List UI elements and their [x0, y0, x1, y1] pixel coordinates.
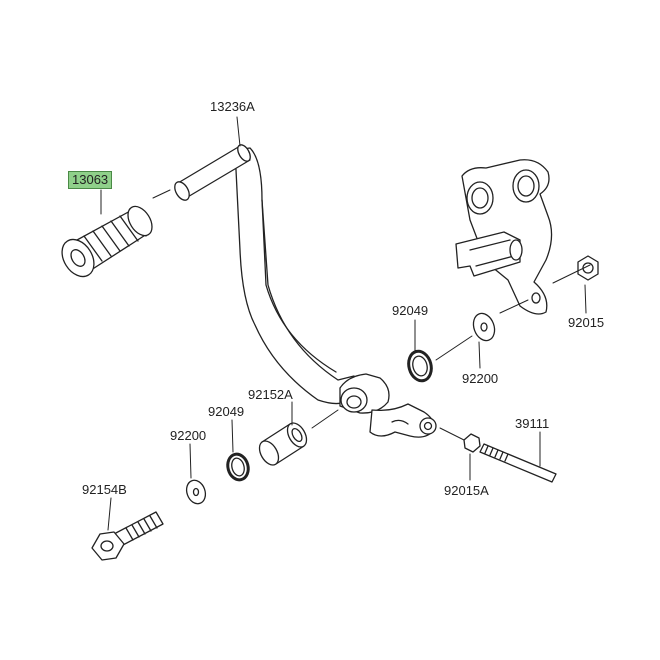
bushing-92152A [258, 422, 308, 466]
label-92200-left: 92200 [170, 428, 207, 443]
mounting-bracket [455, 159, 553, 315]
nut-92015A [463, 433, 481, 453]
label-92049-left: 92049 [208, 404, 245, 419]
label-92049-top: 92049 [392, 303, 429, 318]
label-92152A: 92152A [248, 387, 293, 402]
washer-92200-left [185, 479, 207, 505]
pedal-arm [174, 144, 437, 438]
footrest-rubber [61, 205, 153, 278]
label-39111: 39111 [515, 416, 550, 431]
leader-lines [100, 116, 591, 531]
washer-92200-right [472, 312, 496, 342]
bolt-92154B [91, 511, 164, 561]
label-92200-right: 92200 [462, 371, 499, 386]
label-92015A: 92015A [444, 483, 489, 498]
oring-92049-top [407, 349, 433, 383]
label-92015: 92015 [568, 315, 605, 330]
nut-92015 [577, 255, 599, 281]
oring-92049-left [226, 452, 250, 482]
label-13063-highlighted[interactable]: 13063 [68, 171, 113, 189]
label-92154B: 92154B [82, 482, 127, 497]
rod-39111 [479, 443, 557, 483]
label-13236A: 13236A [210, 99, 255, 114]
